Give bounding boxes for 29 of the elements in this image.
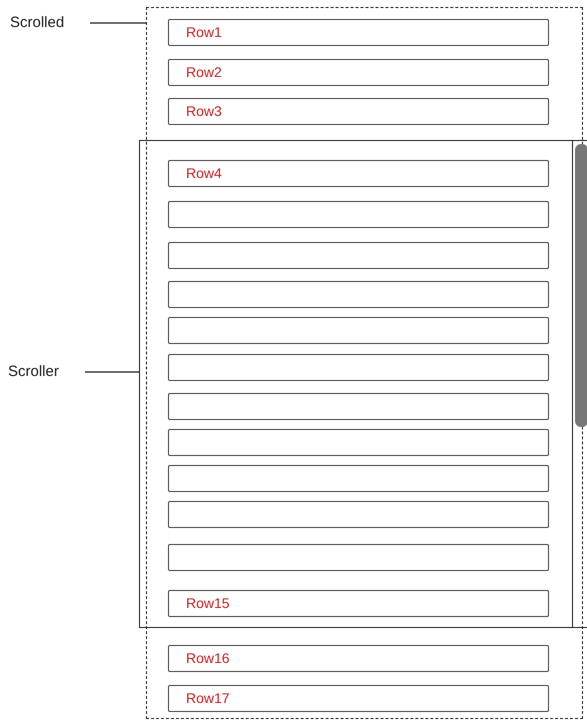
list-row <box>168 19 549 46</box>
list-row <box>168 98 549 125</box>
callout-label: Scroller <box>8 363 80 381</box>
list-row <box>168 590 549 617</box>
list-row <box>168 281 549 308</box>
leader-line <box>85 371 139 373</box>
row-label: Row4 <box>186 165 222 181</box>
scrolled-content-frame <box>146 7 583 719</box>
leader-line <box>90 22 146 24</box>
list-row <box>168 317 549 344</box>
row-label: Row16 <box>186 650 230 666</box>
list-row <box>168 201 549 228</box>
list-row <box>168 501 549 528</box>
list-row <box>168 544 549 571</box>
row-label: Row17 <box>186 690 230 706</box>
list-row <box>168 685 549 712</box>
list-row <box>168 59 549 86</box>
list-row <box>168 465 549 492</box>
list-row <box>168 160 549 187</box>
list-row <box>168 645 549 672</box>
list-row <box>168 393 549 420</box>
row-label: Row1 <box>186 24 222 40</box>
row-label: Row15 <box>186 595 230 611</box>
callout-label: Scrolled <box>10 14 85 32</box>
list-row <box>168 429 549 456</box>
row-label: Row3 <box>186 103 222 119</box>
row-label: Row2 <box>186 64 222 80</box>
list-row <box>168 354 549 381</box>
list-row <box>168 242 549 269</box>
